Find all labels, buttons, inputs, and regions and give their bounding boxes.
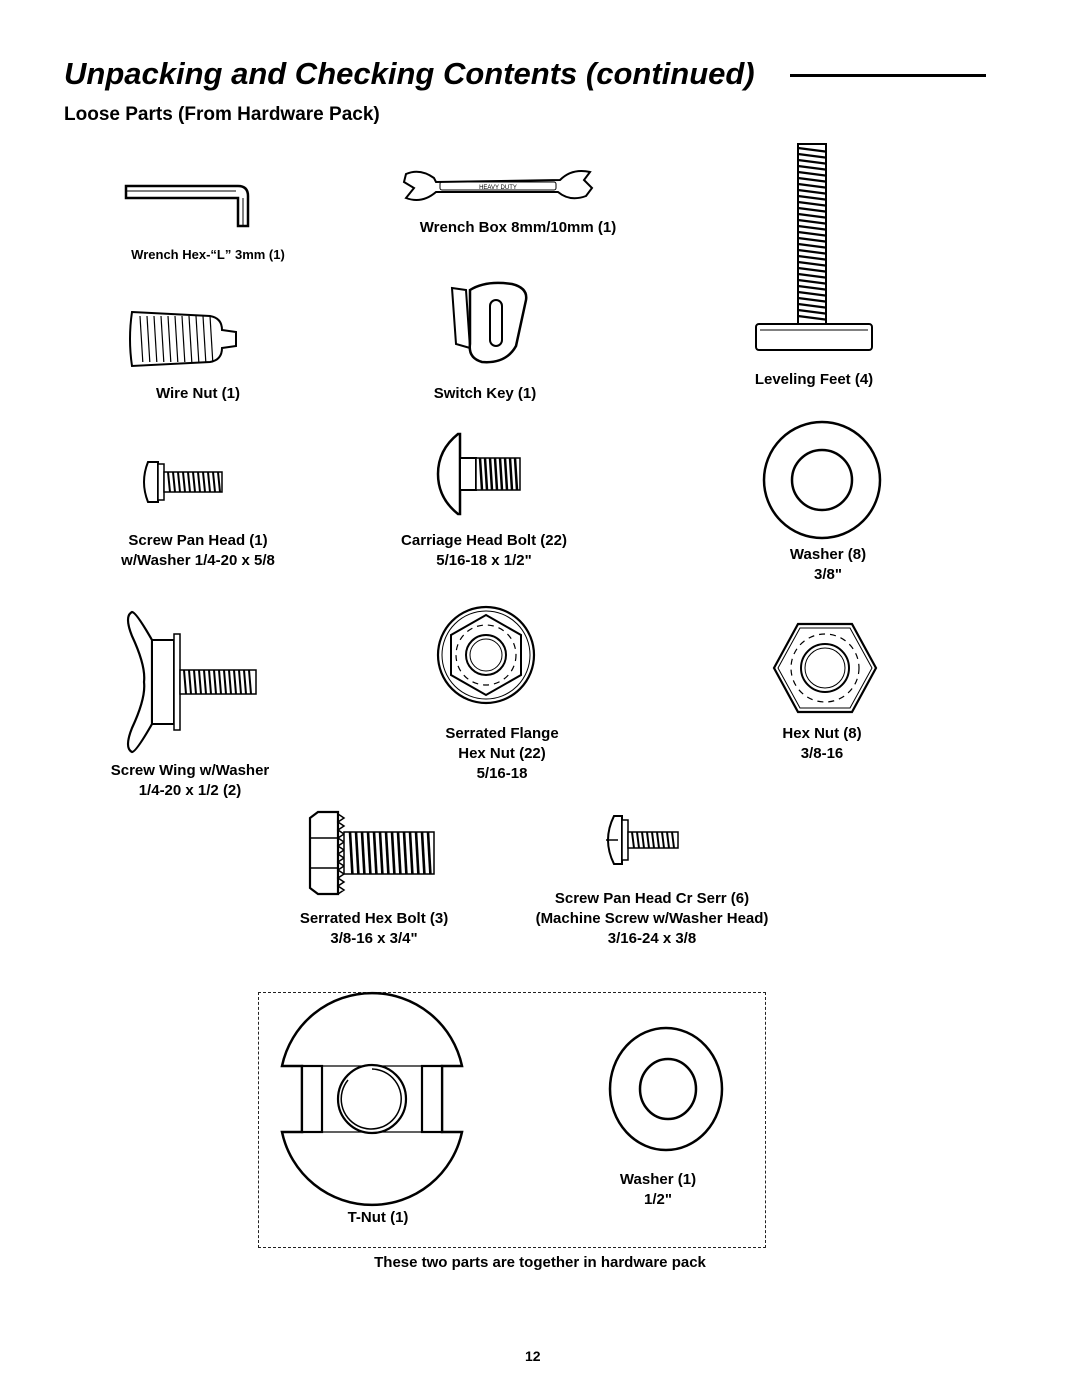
t-nut-label: T-Nut (1) <box>347 1209 409 1226</box>
washer-1-2-label: Washer (1)1/2" <box>619 1171 697 1208</box>
box-wrench-label: Wrench Box 8mm/10mm (1) <box>419 219 617 236</box>
washer-3-8-label: Washer (8)3/8" <box>789 546 867 583</box>
carriage-bolt-illustration <box>436 432 521 516</box>
machine-screw-illustration <box>606 815 679 865</box>
machine-screw-label: Screw Pan Head Cr Serr (6)(Machine Screw… <box>535 890 769 947</box>
switch-key-illustration <box>450 281 528 364</box>
carriage-bolt-label: Carriage Head Bolt (22)5/16-18 x 1/2" <box>401 532 567 569</box>
washer-3-8-illustration <box>762 420 882 540</box>
title-rule <box>790 74 986 77</box>
washer-1-2-illustration <box>608 1026 724 1152</box>
page-number: 12 <box>525 1348 541 1364</box>
switch-key-label: Switch Key (1) <box>433 385 537 402</box>
leveling-feet-label: Leveling Feet (4) <box>754 371 874 388</box>
page-title: Unpacking and Checking Contents (continu… <box>64 56 755 91</box>
serrated-hex-bolt-illustration <box>308 810 435 896</box>
wrench-stamp-text: HEAVY DUTY <box>479 185 517 191</box>
screw-pan-head-illustration <box>143 461 223 503</box>
hex-l-wrench-label: Wrench Hex-“L” 3mm (1) <box>131 247 285 262</box>
wire-nut-illustration <box>129 310 237 368</box>
flange-nut-illustration <box>436 605 536 705</box>
hardware-pack-note: These two parts are together in hardware… <box>374 1254 706 1271</box>
leveling-foot-illustration <box>755 143 873 351</box>
screw-wing-illustration <box>126 610 257 754</box>
hardware-pack-group-box <box>258 992 766 1248</box>
hex-nut-illustration <box>772 622 878 714</box>
screw-pan-head-label: Screw Pan Head (1)w/Washer 1/4-20 x 5/8 <box>121 532 275 569</box>
section-subtitle: Loose Parts (From Hardware Pack) <box>64 104 380 125</box>
t-nut-illustration <box>280 991 464 1207</box>
hex-nut-label: Hex Nut (8)3/8-16 <box>782 725 862 762</box>
wire-nut-label: Wire Nut (1) <box>155 385 241 402</box>
serrated-hex-bolt-label: Serrated Hex Bolt (3)3/8-16 x 3/4" <box>299 910 449 947</box>
box-wrench-illustration: HEAVY DUTY <box>402 170 594 201</box>
hex-l-wrench-illustration <box>124 184 250 228</box>
